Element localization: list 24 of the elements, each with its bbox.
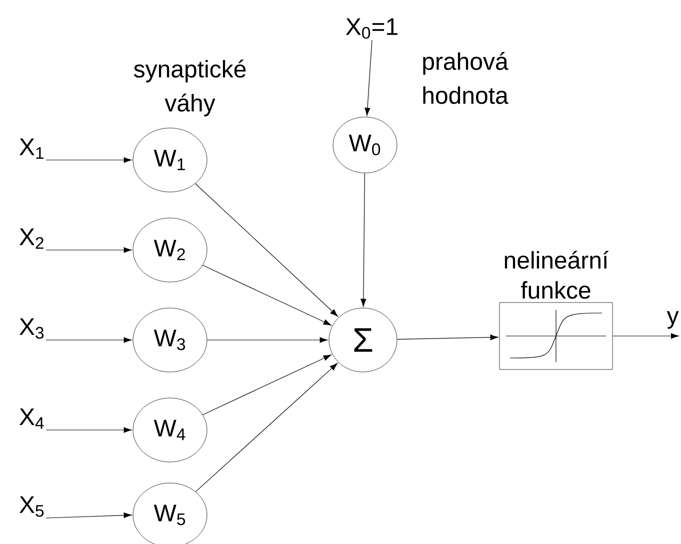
node-label: nelineární funkce [504,250,609,299]
arrow [202,264,332,326]
input-label: X$_{5}$ [20,496,44,517]
arrow [195,183,338,317]
arrow [364,40,372,116]
arrow [46,247,132,253]
arrow [612,333,679,339]
activation-function-box: nelineární funkce [499,250,613,370]
arrow [46,157,132,163]
input-label: X$_{2}$ [20,228,44,249]
arrow [46,427,132,433]
input-label: X$_{1}$ [20,138,44,159]
arrow [46,512,132,518]
arrow [202,354,332,416]
output-label: y [666,311,679,329]
arrow [46,337,132,343]
annotation-text: prahová hodnota [423,52,508,104]
arrow [396,334,498,340]
arrow [360,172,366,307]
arrow [206,337,328,343]
input-label: X$_{3}$ [20,318,44,339]
input-label: X$_{4}$ [20,408,44,429]
arrow [195,362,338,492]
input-label: X$_{0}$=1 [346,18,398,39]
